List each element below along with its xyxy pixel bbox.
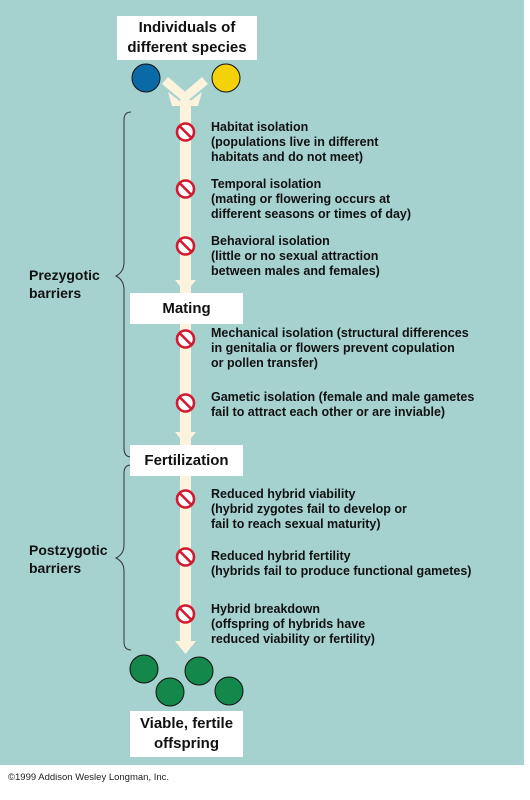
barrier-detail: in genitalia or flowers prevent copulati…	[211, 341, 455, 355]
arrowhead-to-offspring	[175, 641, 196, 654]
offspring-circle	[155, 677, 185, 707]
barrier-title: Mechanical isolation (structural differe…	[211, 326, 469, 340]
start-line-2: different species	[127, 39, 247, 56]
barrier-temporal: Temporal isolation (mating or flowering …	[211, 177, 411, 222]
fertilization-box: Fertilization	[130, 445, 243, 476]
main-arrow-shaft	[180, 100, 191, 643]
barrier-behavioral: Behavioral isolation (little or no sexua…	[211, 234, 380, 279]
no-entry-icon	[175, 122, 196, 142]
barrier-title: Hybrid breakdown	[211, 602, 321, 616]
barrier-hybrid-viability: Reduced hybrid viability (hybrid zygotes…	[211, 487, 407, 532]
barrier-detail: (offspring of hybrids have	[211, 617, 366, 631]
flow-graphics	[114, 63, 244, 707]
arrowhead-to-mating	[175, 280, 196, 293]
barrier-detail: fail to reach sexual maturity)	[211, 517, 381, 531]
postzygotic-label: Postzygotic barriers	[29, 541, 108, 577]
no-entry-icon	[175, 393, 196, 413]
barrier-title: Reduced hybrid viability	[211, 487, 356, 501]
barrier-detail: (populations live in different	[211, 135, 379, 149]
no-entry-icon	[175, 236, 196, 256]
no-entry-icon	[175, 489, 196, 509]
offspring-circle	[214, 676, 244, 706]
postzygotic-line-1: Postzygotic	[29, 542, 108, 558]
start-line-1: Individuals of	[138, 19, 236, 36]
no-entry-icon	[175, 547, 196, 567]
merge-arrowhead-right	[184, 92, 202, 106]
barrier-detail: or pollen transfer)	[211, 356, 318, 370]
barrier-title: Habitat isolation	[211, 120, 309, 134]
postzygotic-bracket	[114, 464, 132, 651]
merge-arrow-right	[180, 77, 208, 103]
barrier-detail: (little or no sexual attraction	[211, 249, 379, 263]
fertilization-label: Fertilization	[144, 451, 229, 469]
no-entry-icon	[175, 604, 196, 624]
barrier-title: Gametic isolation (female and male gamet…	[211, 390, 475, 404]
mating-box: Mating	[130, 293, 243, 324]
start-box: Individuals of different species	[117, 16, 257, 60]
arrowhead-to-fertilization	[175, 432, 196, 445]
barrier-detail: different seasons or times of day)	[211, 207, 412, 221]
barrier-detail: habitats and do not meet)	[211, 150, 364, 164]
prezygotic-line-2: barriers	[29, 285, 82, 301]
barrier-title: Reduced hybrid fertility	[211, 549, 351, 563]
prezygotic-label: Prezygotic barriers	[29, 266, 100, 302]
barrier-detail: fail to attract each other or are inviab…	[211, 405, 446, 419]
barrier-detail: (hybrids fail to produce functional game…	[211, 564, 472, 578]
barrier-detail: (hybrid zygotes fail to develop or	[211, 502, 407, 516]
diagram-panel: Individuals of different species Mating …	[0, 0, 524, 765]
barrier-habitat: Habitat isolation (populations live in d…	[211, 120, 378, 165]
barrier-title: Behavioral isolation	[211, 234, 330, 248]
end-line-2: offspring	[154, 735, 219, 752]
barrier-title: Temporal isolation	[211, 177, 322, 191]
prezygotic-bracket	[114, 111, 132, 458]
merge-arrowhead-left	[168, 92, 186, 106]
offspring-circle	[129, 654, 159, 684]
offspring-circle	[184, 656, 214, 686]
barrier-hybrid-breakdown: Hybrid breakdown (offspring of hybrids h…	[211, 602, 375, 647]
copyright-text: ©1999 Addison Wesley Longman, Inc.	[8, 772, 170, 783]
barrier-gametic: Gametic isolation (female and male gamet…	[211, 390, 474, 420]
barrier-detail: reduced viability or fertility)	[211, 632, 375, 646]
mating-label: Mating	[162, 299, 211, 317]
barrier-detail: between males and females)	[211, 264, 380, 278]
no-entry-icon	[175, 329, 196, 349]
prezygotic-line-1: Prezygotic	[29, 267, 100, 283]
species-b-circle	[211, 63, 241, 93]
barrier-detail: (mating or flowering occurs at	[211, 192, 391, 206]
no-entry-icon	[175, 179, 196, 199]
end-box: Viable, fertile offspring	[130, 711, 243, 757]
postzygotic-line-2: barriers	[29, 560, 82, 576]
barrier-mechanical: Mechanical isolation (structural differe…	[211, 326, 469, 371]
end-line-1: Viable, fertile	[139, 715, 234, 732]
species-a-circle	[131, 63, 161, 93]
barrier-hybrid-fertility: Reduced hybrid fertility (hybrids fail t…	[211, 549, 471, 579]
